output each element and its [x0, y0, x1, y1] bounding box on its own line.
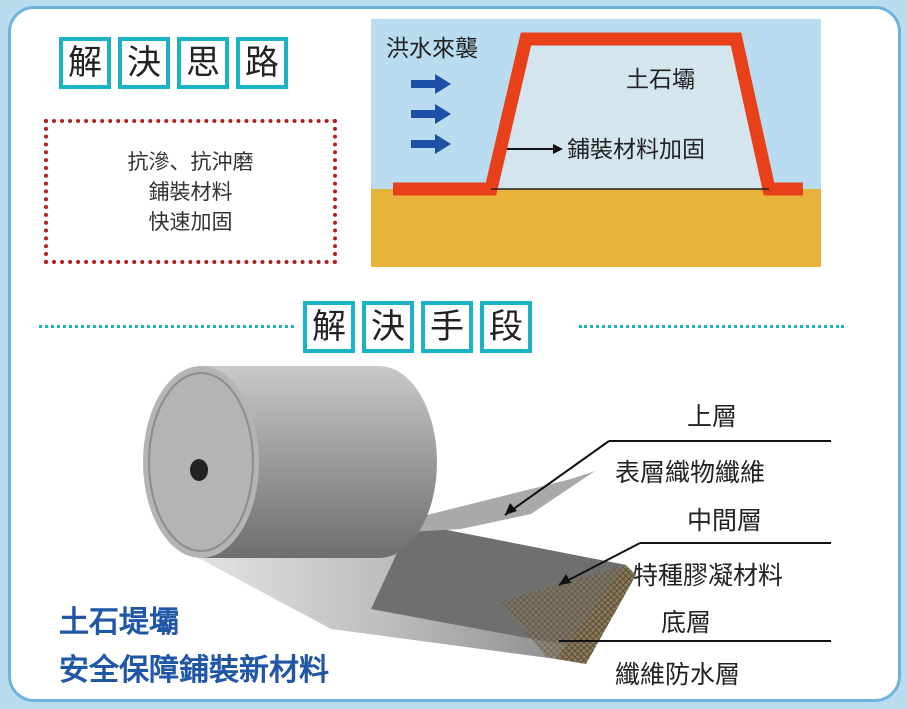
layer-desc-top: 表層織物纖維 [615, 458, 766, 487]
layer-desc-middle: 特種膠凝材料 [633, 561, 784, 590]
dike-label: 土石壩 [626, 67, 695, 93]
flood-arrows [411, 74, 451, 154]
title-char: 手 [421, 301, 473, 353]
title-char: 解 [59, 37, 111, 89]
top-sheet [286, 471, 595, 539]
paving-label: 鋪裝材料加固 [567, 137, 705, 163]
title-char: 決 [118, 37, 170, 89]
layer-name-bottom: 底層 [661, 608, 712, 637]
flood-arrow [411, 74, 451, 94]
approach-line: 快速加固 [148, 209, 233, 234]
section-title-approach: 解 決 思 路 [59, 37, 288, 89]
flood-arrow [411, 104, 451, 124]
bottom-mesh [501, 565, 626, 664]
leader-line-middle [558, 542, 641, 586]
approach-line: 抗滲、抗沖磨 [127, 149, 254, 174]
paving-layer [393, 32, 803, 196]
roll-core [190, 459, 208, 481]
roll-body [201, 366, 437, 558]
caption-line2: 安全保障鋪裝新材料 [59, 653, 329, 688]
flood-label: 洪水來襲 [386, 36, 478, 62]
layer-name-top: 上層 [687, 402, 738, 431]
section-title-solution: 解 決 手 段 [303, 301, 532, 353]
title-char: 路 [236, 37, 288, 89]
flood-arrow [411, 134, 451, 154]
title-char: 決 [362, 301, 414, 353]
leader-arrowhead [505, 503, 517, 515]
leader-line-top [504, 440, 610, 516]
divider-right [579, 325, 844, 328]
leader-arrowhead [559, 574, 571, 585]
material-roll-illustration [143, 366, 831, 664]
layer-name-middle: 中間層 [687, 506, 763, 535]
dike-body [491, 39, 769, 189]
divider-left [39, 325, 294, 328]
approach-line: 鋪裝材料 [148, 179, 233, 204]
ground [371, 189, 821, 267]
caption-line1: 土石堤壩 [59, 605, 179, 640]
title-char: 思 [177, 37, 229, 89]
roll-end-rim [148, 372, 254, 552]
title-char: 解 [303, 301, 355, 353]
pointer-arrowhead [553, 144, 563, 154]
info-card: 解 決 思 路 抗滲、抗沖磨 鋪裝材料 快速加固 洪水來襲 土石壩 鋪裝材料加固… [8, 6, 901, 702]
dike-diagram: 洪水來襲 土石壩 鋪裝材料加固 [371, 19, 821, 267]
title-char: 段 [480, 301, 532, 353]
approach-box: 抗滲、抗沖磨 鋪裝材料 快速加固 [44, 119, 337, 264]
layer-desc-bottom: 纖維防水層 [615, 660, 741, 689]
